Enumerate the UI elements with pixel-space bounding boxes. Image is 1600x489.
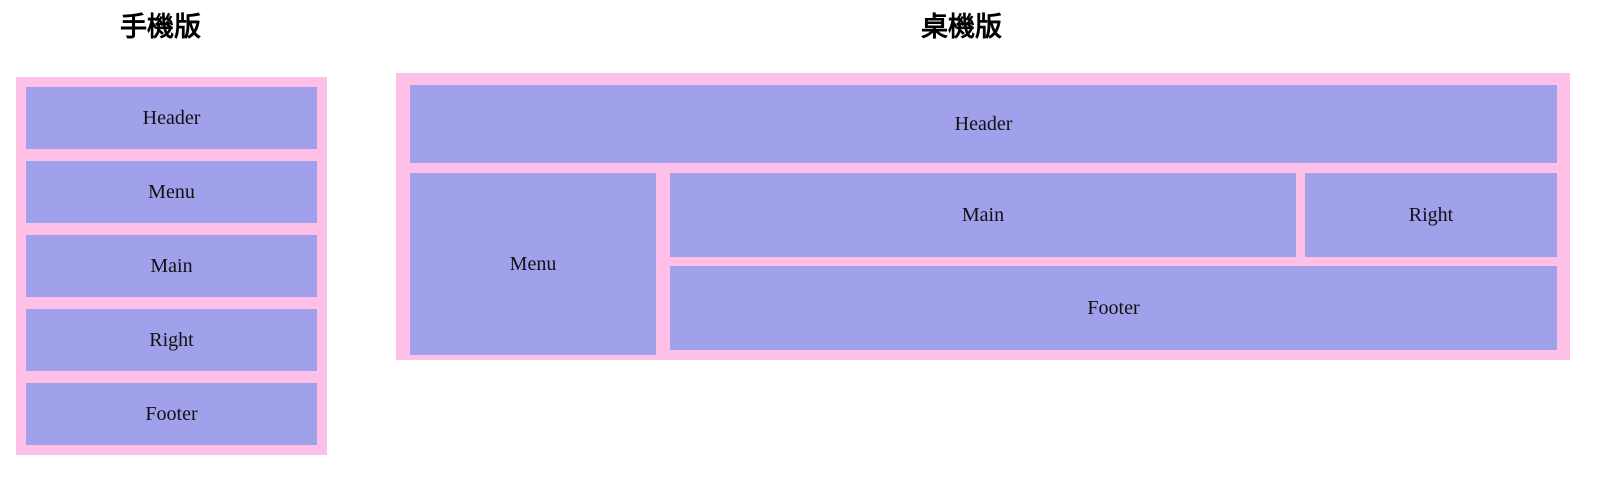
desktop-region-right: Right (1305, 173, 1557, 257)
desktop-region-header: Header (410, 85, 1557, 163)
desktop-region-menu: Menu (410, 173, 656, 355)
desktop-region-menu-label: Menu (509, 253, 557, 275)
desktop-region-right-label: Right (1408, 204, 1454, 226)
mobile-region-header: Header (26, 87, 317, 149)
mobile-layout-diagram: Header Menu Main Right Footer (16, 77, 327, 455)
mobile-region-main-label: Main (150, 255, 193, 277)
mobile-region-main: Main (26, 235, 317, 297)
mobile-section-title: 手機版 (120, 12, 201, 43)
mobile-region-right-label: Right (149, 329, 194, 351)
desktop-layout-diagram: Header Menu Main Right Footer (396, 73, 1570, 360)
desktop-region-footer-label: Footer (1087, 297, 1140, 319)
mobile-region-menu: Menu (26, 161, 317, 223)
mobile-region-header-label: Header (142, 107, 201, 129)
desktop-region-header-label: Header (954, 113, 1013, 135)
mobile-region-menu-label: Menu (148, 181, 195, 203)
desktop-region-main-label: Main (961, 204, 1005, 226)
desktop-region-footer: Footer (670, 266, 1557, 350)
desktop-region-main: Main (670, 173, 1296, 257)
mobile-region-footer-label: Footer (145, 403, 198, 425)
desktop-section-title: 桌機版 (921, 12, 1002, 43)
mobile-region-right: Right (26, 309, 317, 371)
mobile-region-footer: Footer (26, 383, 317, 445)
